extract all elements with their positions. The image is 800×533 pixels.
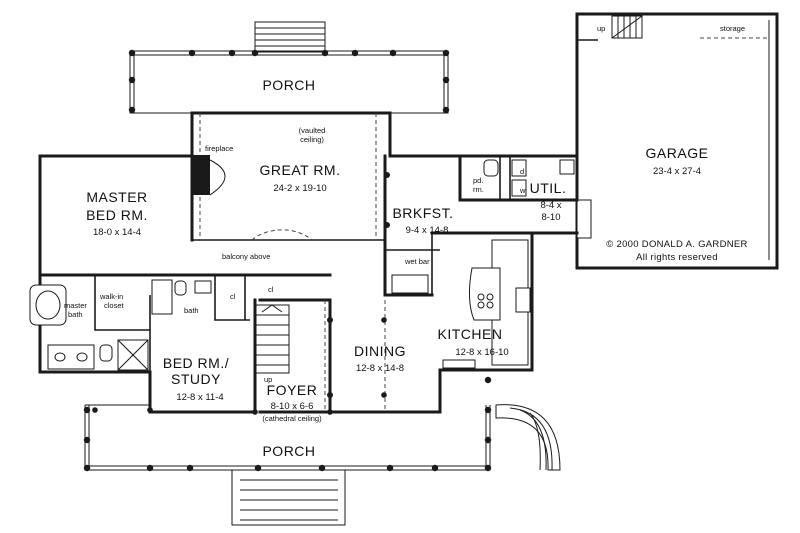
garage-name: GARAGE [646,145,709,161]
walk-in-note-2: closet [104,301,125,310]
great-room-dims: 24-2 x 19-10 [273,183,326,194]
balcony-arc [251,229,313,241]
vaulted-note-1: (vaulted [299,126,326,135]
kitchen-name: KITCHEN [438,326,503,342]
util-dims-2: 8-10 [541,212,560,223]
wet-bar-note: wet bar [404,257,430,266]
top-porch [128,21,450,114]
fireplace [192,155,226,196]
util-dims-1: 8-4 x [540,200,561,211]
foyer-dims: 8-10 x 6-6 [271,401,314,412]
stair-up-note: up [264,375,272,384]
brkfst-name: BRKFST. [392,205,453,221]
great-room-name: GREAT RM. [260,162,341,178]
front-porch [83,376,561,526]
vaulted-note-2: ceiling) [300,135,324,144]
porch-bottom-label: PORCH [262,443,315,459]
master-bath [29,284,149,371]
dining-dims: 12-8 x 14-8 [356,363,404,374]
closet-note-1: cl [230,292,236,301]
interior-columns [327,172,390,398]
foyer-name: FOYER [267,382,318,398]
garage-up-note: up [597,24,605,33]
pd-rm-note-2: rm. [473,185,484,194]
walk-in-note-1: walk-in [99,292,123,301]
master-bed-name-1: MASTER [86,189,147,205]
fireplace-note: fireplace [205,144,233,153]
kitchen-dims: 12-8 x 16-10 [455,347,508,358]
copyright-line-2: All rights reserved [636,252,718,263]
foyer-stairs [254,304,290,374]
kitchen-fixtures [391,239,531,369]
closet-note-2: cl [268,285,274,294]
dryer-note: d [520,167,524,176]
util-fixtures [483,159,575,197]
bath-note: bath [184,306,199,315]
pd-rm-note-1: pd. [473,176,483,185]
bed-study-name-1: BED RM./ [163,355,229,371]
master-bath-note-2: bath [68,310,83,319]
master-bath-note-1: master [64,301,87,310]
dining-name: DINING [354,343,406,359]
bath-fixtures [151,279,212,315]
bed-study-name-2: STUDY [171,371,221,387]
master-bed-dims: 18-0 x 14-4 [93,227,141,238]
labels: PORCH PORCH GREAT RM. 24-2 x 19-10 (vaul… [64,24,747,459]
garage [575,12,779,270]
storage-note: storage [720,24,745,33]
main-walls [38,111,579,414]
bed-study-dims: 12-8 x 11-4 [176,392,223,403]
brkfst-dims: 9-4 x 14-8 [406,225,449,236]
util-name: UTIL. [530,180,567,196]
washer-note: w [519,186,526,195]
master-bed-name-2: BED RM. [86,207,148,223]
copyright-line-1: © 2000 DONALD A. GARDNER [606,239,747,250]
garage-dims: 23-4 x 27-4 [653,166,701,177]
foyer-note: (cathedral ceiling) [262,414,322,423]
porch-top-label: PORCH [262,77,315,93]
balcony-note: balcony above [222,252,270,261]
